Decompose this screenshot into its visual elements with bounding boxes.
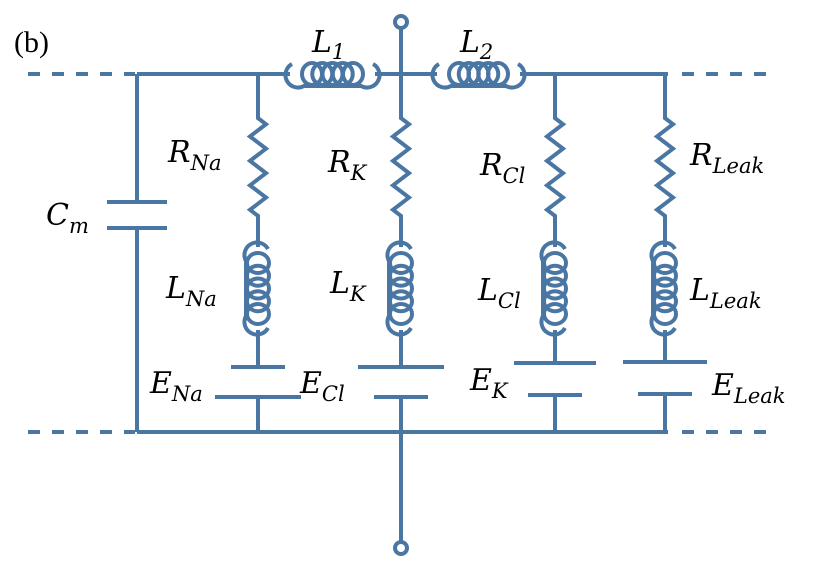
resistor-leak [653, 112, 677, 222]
inductor-cl-coil [542, 289, 568, 314]
label-LCl: LCl [477, 273, 521, 313]
label-LK: LK [329, 266, 367, 306]
inductor-cl-coil [542, 302, 568, 326]
inductor-cl-center-coil [388, 302, 414, 326]
inductor-na-coil [245, 289, 271, 314]
inductor-cl-center-coil [388, 276, 414, 301]
label-ENa: ENa [149, 366, 203, 406]
label-ECl: ECl [299, 366, 345, 406]
label-LLeak: LLeak [689, 273, 762, 313]
inductor-leak-coil [652, 251, 678, 275]
inductor-na-coil [245, 263, 271, 288]
inductor-cl-coil [542, 251, 568, 275]
label-RNa: RNa [167, 135, 222, 175]
wires [28, 14, 775, 556]
label-ELeak: ELeak [711, 368, 786, 408]
resistor-na [246, 112, 270, 222]
inductor-leak-coil [652, 289, 678, 314]
inductor-L2-coil [486, 61, 510, 87]
inductor-cl-center-coil [388, 289, 414, 314]
panel-label: (b) [14, 26, 49, 59]
label-RK: RK [327, 145, 368, 185]
label-L2: L2 [459, 25, 493, 64]
inductor-L2-coil [476, 61, 501, 87]
bottom-terminal [393, 540, 409, 556]
inductor-na-coil [245, 276, 271, 301]
label-Cm: Cm [46, 198, 89, 238]
label-RCl: RCl [479, 148, 525, 188]
top-terminal [393, 14, 409, 30]
label-RLeak: RLeak [689, 138, 764, 178]
inductor-leak-coil [652, 263, 678, 288]
inductor-L1-coil [341, 61, 365, 87]
inductor-leak-coil [652, 302, 678, 326]
label-L1: L1 [311, 25, 345, 64]
inductor-na-coil [245, 251, 271, 275]
resistor-cl [543, 112, 567, 222]
inductor-cl-coil [542, 263, 568, 288]
inductor-L1-coil [330, 61, 355, 87]
inductor-cl-coil [542, 276, 568, 301]
inductor-cl-center-coil [388, 251, 414, 275]
resistor-cl-center [389, 112, 413, 222]
label-LNa: LNa [165, 271, 217, 311]
label-EK: EK [469, 363, 509, 403]
inductor-cl-center-coil [388, 263, 414, 288]
inductor-na-coil [245, 302, 271, 326]
inductor-leak-coil [652, 276, 678, 301]
